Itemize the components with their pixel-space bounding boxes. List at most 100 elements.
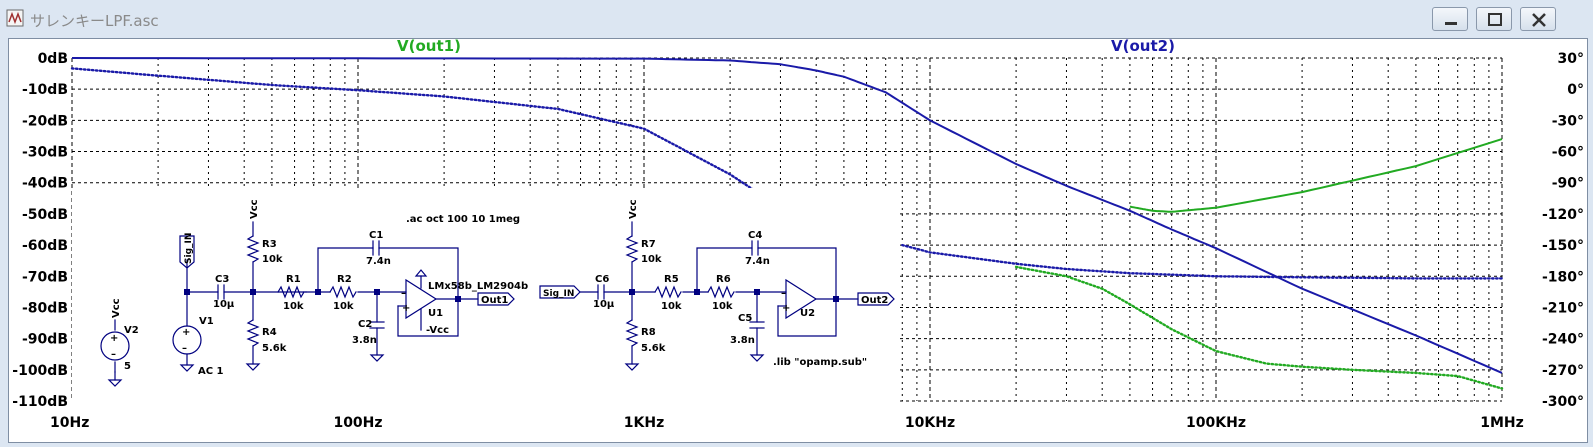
label-r3-value: 10k [262,254,283,265]
label-sig-in-1: Sig_IN [184,233,194,264]
label-c1-value: 7.4n [366,256,391,267]
y-tick-label: -10dB [22,82,68,98]
label-c2: C2 [358,319,372,330]
label-c6-value: 10μ [593,299,615,310]
v1-minus: – [182,343,187,354]
u1-minus: – [401,288,406,299]
y-tick-label: -110dB [12,394,68,410]
label-r7: R7 [641,239,656,250]
v2-plus: + [110,333,118,344]
legend-out2[interactable]: V(out2) [1111,37,1175,55]
x-tick-label: 1MHz [1480,415,1524,431]
y-tick-label: -50dB [22,207,68,223]
y2-tick-label: -210° [1542,300,1584,316]
y-tick-label: -70dB [22,269,68,285]
label-c4: C4 [748,230,762,241]
label-r8: R8 [641,327,656,338]
y2-tick-label: -270° [1542,363,1584,379]
close-button[interactable] [1520,7,1556,31]
label-c1: C1 [369,230,383,241]
schematic-icon [6,9,24,27]
label-u2: U2 [800,308,815,319]
y-tick-label: -90dB [22,332,68,348]
y-tick-label: -60dB [22,238,68,254]
label-c3: C3 [215,274,229,285]
label-r8-value: 5.6k [641,343,666,354]
label-r6-value: 10k [712,301,733,312]
label-r2: R2 [337,274,352,285]
label-c6: C6 [595,274,609,285]
title-bar: サレンキーLPF.asc [0,0,1593,38]
directive-lib[interactable]: .lib "opamp.sub" [773,357,867,368]
u2-minus: – [781,288,786,299]
v1-plus: + [182,327,190,338]
y2-tick-label: 0° [1567,82,1584,98]
label-out1: Out1 [481,295,508,306]
label-sig-in-2: Sig_IN [543,289,574,299]
directive-ac[interactable]: .ac oct 100 10 1meg [406,214,520,225]
trace-4[interactable] [1014,265,1504,390]
label-c4-value: 7.4n [745,256,770,267]
label-r4: R4 [262,327,277,338]
label-v2-value: 5 [124,361,131,372]
label-r1: R1 [286,274,301,285]
u1-plus: + [402,303,410,314]
v2-minus: – [111,349,116,360]
y2-tick-label: -180° [1542,269,1584,285]
y-tick-label: -30dB [22,145,68,161]
trace-0[interactable] [71,57,1503,374]
legend-out1[interactable]: V(out1) [397,37,461,55]
y-axis-ticks: 0dB -10dB -20dB -30dB -40dB -50dB -60dB -70dB -8… [12,51,68,410]
schematic-wires [100,221,895,387]
label-r7-value: 10k [641,254,662,265]
y2-tick-label: -30° [1552,113,1584,129]
label-r1-value: 10k [283,301,304,312]
label-c3-value: 10μ [213,299,235,310]
x-tick-label: 1KHz [624,415,664,431]
y-tick-label: -20dB [22,113,68,129]
trace-1[interactable] [70,67,790,215]
y2-tick-label: -120° [1542,207,1584,223]
y2-axis-ticks: 30°0°-30°-60°-90°-120°-150°-180°-210°-24… [1542,51,1584,410]
y2-tick-label: -150° [1542,238,1584,254]
plot-traces [70,57,1504,390]
x-tick-label: 100KHz [1186,415,1246,431]
label-vcc-v2: Vcc [111,298,122,318]
y-tick-label: -100dB [12,363,68,379]
label-neg-vcc: -Vcc [426,325,449,336]
y2-tick-label: -240° [1542,332,1584,348]
label-vcc-r7: Vcc [628,199,639,219]
label-c5-value: 3.8n [730,335,755,346]
minimize-button[interactable] [1432,7,1468,31]
trace-2[interactable] [901,243,1504,280]
y-tick-label: -40dB [22,176,68,192]
label-c2-value: 3.8n [352,335,377,346]
label-v2: V2 [124,325,139,336]
minimize-icon [1445,22,1457,25]
close-icon [1532,13,1546,27]
x-tick-label: 10KHz [905,415,955,431]
label-r6: R6 [716,274,731,285]
trace-3[interactable] [1129,138,1503,213]
x-tick-label: 100Hz [333,415,382,431]
label-vcc-r3: Vcc [249,199,260,219]
label-u1: U1 [428,308,443,319]
label-v1: V1 [199,316,214,327]
y-tick-label: -80dB [22,300,68,316]
y2-tick-label: -60° [1552,145,1584,161]
label-r5-value: 10k [661,301,682,312]
label-r4-value: 5.6k [262,343,287,354]
label-c5: C5 [738,313,752,324]
y2-tick-label: 30° [1558,51,1584,67]
y-tick-label: 0dB [38,51,68,67]
schematic[interactable]: .ac oct 100 10 1meg .lib "opamp.sub" [72,188,900,406]
maximize-icon [1488,13,1502,26]
label-r3: R3 [262,239,277,250]
schematic-nodes [184,289,839,302]
maximize-button[interactable] [1476,7,1512,31]
schematic-background [72,188,900,406]
u2-plus: + [782,303,790,314]
label-r2-value: 10k [333,301,354,312]
